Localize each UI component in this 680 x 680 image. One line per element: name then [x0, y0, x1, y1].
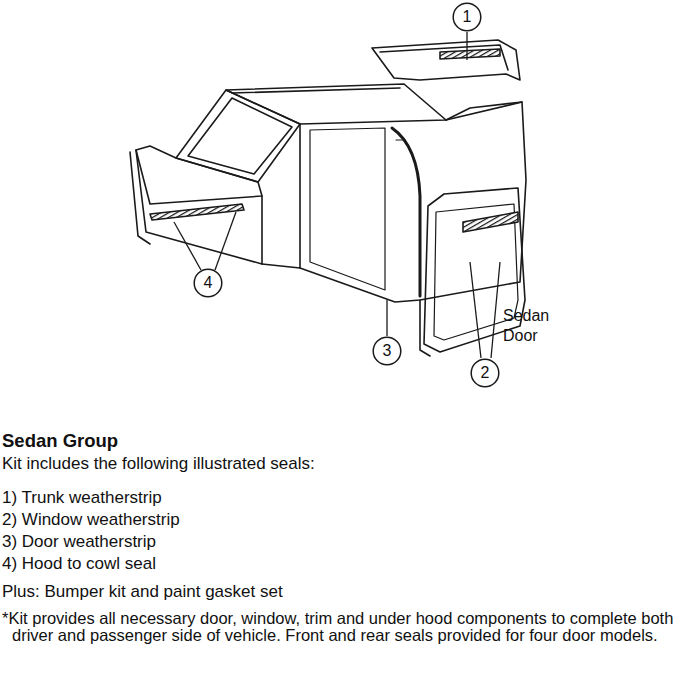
list-item: 4) Hood to cowl seal: [2, 554, 672, 575]
door-opening: [310, 128, 385, 290]
door-edge: [420, 300, 430, 356]
door-opening-weatherstrip: [392, 128, 420, 296]
hood-cowl-seal: [150, 204, 244, 220]
list-item: 3) Door weatherstrip: [2, 532, 672, 553]
leader-line: [386, 300, 387, 336]
roof-line: [232, 88, 400, 93]
leader-line: [491, 262, 500, 358]
trunk-weatherstrip: [380, 45, 508, 70]
title: Sedan Group: [2, 430, 118, 453]
list-item: 1) Trunk weatherstrip: [2, 488, 672, 509]
callout-circle: 1: [452, 2, 482, 32]
callout-circle: 4: [193, 268, 223, 298]
leader-line: [174, 222, 201, 270]
part-label: Sedan Door: [503, 306, 559, 345]
callout-circle: 3: [372, 336, 402, 366]
window-weatherstrip: [463, 212, 518, 232]
note-text: Plus: Bumper kit and paint gasket set: [2, 582, 672, 603]
leader-line: [215, 212, 236, 270]
rear-deck: [446, 102, 522, 120]
windshield-glass: [188, 98, 292, 174]
callout-number: 1: [452, 2, 482, 32]
callout-number: 2: [470, 358, 500, 388]
a-pillar: [262, 124, 300, 268]
intro-text: Kit includes the following illustrated s…: [2, 454, 672, 475]
roof: [226, 84, 446, 124]
trunk-seal-strip: [440, 49, 500, 59]
front-bumper: [130, 152, 150, 244]
list-item: 2) Window weatherstrip: [2, 510, 672, 531]
leader-line: [466, 32, 467, 60]
callout-number: 3: [372, 336, 402, 366]
callout-number: 4: [193, 268, 223, 298]
hood: [136, 146, 262, 204]
trunk-lid: [372, 40, 520, 80]
windshield: [176, 90, 300, 182]
body-side: [300, 102, 526, 302]
callout-circle: 2: [470, 358, 500, 388]
footnote: *Kit provides all necessary door, window…: [2, 610, 676, 644]
leader-line: [470, 262, 481, 358]
front-fender: [136, 150, 262, 264]
latch: [396, 140, 410, 150]
